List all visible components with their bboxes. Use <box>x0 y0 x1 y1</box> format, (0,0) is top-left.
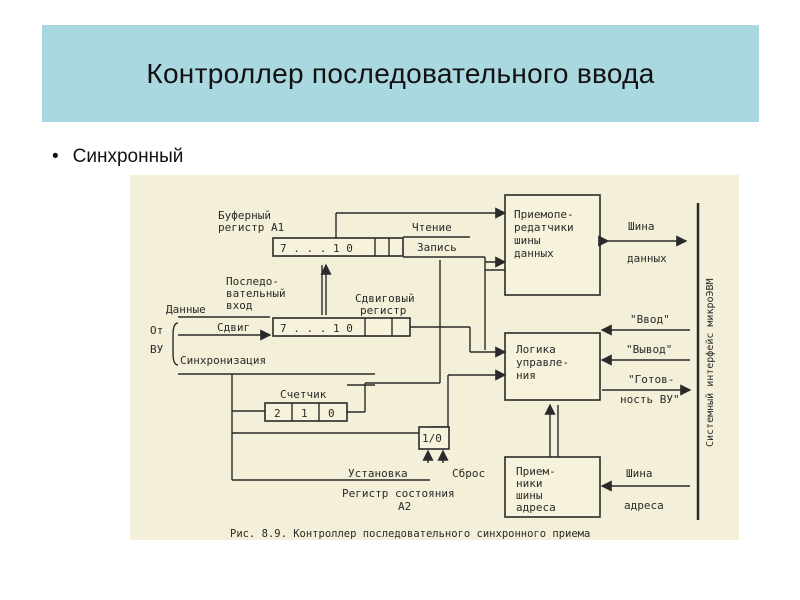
transceivers-line-3: шины <box>514 234 541 247</box>
set-label: Установка <box>348 467 408 480</box>
write-label: Запись <box>417 241 457 254</box>
counter-bit-1: 1 <box>301 407 308 420</box>
data-label: Данные <box>166 303 206 316</box>
address-receivers-line-1: Прием- <box>516 465 556 478</box>
bullet-item: • Синхронный <box>52 146 183 168</box>
data-bus-label-1: Шина <box>628 220 655 233</box>
counter-bit-2: 2 <box>274 407 281 420</box>
bullet-text: Синхронный <box>72 146 184 167</box>
transceivers-line-2: редатчики <box>514 221 574 234</box>
title-band: Контроллер последовательного ввода <box>42 25 759 122</box>
data-bus-transceivers-box <box>504 194 601 296</box>
control-logic-line-2: управле- <box>516 356 569 369</box>
shift-register-bits: 7 . . . 1 0 <box>280 322 353 335</box>
serial-input-line-1: Последо- <box>226 275 279 288</box>
system-interface-label: Системный интерфейс микроЭВМ <box>704 278 716 447</box>
figure-caption: Рис. 8.9. Контроллер последовательного с… <box>230 528 590 540</box>
from-device-label-2: ВУ <box>150 343 164 356</box>
scanned-figure: Буферный регистр А1 7 . . . 1 0 Чтение З… <box>130 175 739 540</box>
buffer-register-box <box>272 237 404 257</box>
status-register-label-1: Регистр состояния <box>342 487 455 500</box>
buffer-register-label-1: Буферный <box>218 209 271 222</box>
control-logic-box <box>504 332 601 401</box>
read-label: Чтение <box>412 221 452 234</box>
reset-label: Сброс <box>452 467 485 480</box>
counter-label: Счетчик <box>280 388 327 401</box>
slide-title: Контроллер последовательного ввода <box>146 57 655 89</box>
data-bus-label-2: данных <box>627 252 667 265</box>
shift-register-label-2: регистр <box>360 304 406 317</box>
bullet-marker: • <box>52 146 59 167</box>
address-bus-label-1: Шина <box>626 467 653 480</box>
transceivers-line-1: Приемопе- <box>514 208 574 221</box>
address-receivers-line-2: ники <box>516 477 543 490</box>
ready-label-1: "Готов- <box>628 373 674 386</box>
controller-diagram: Буферный регистр А1 7 . . . 1 0 Чтение З… <box>150 194 716 540</box>
status-register-label-2: А2 <box>398 500 411 513</box>
output-signal-label: "Вывод" <box>626 343 672 356</box>
status-flag-label: 1/0 <box>422 432 442 445</box>
buffer-register-bits: 7 . . . 1 0 <box>280 242 353 255</box>
control-logic-line-1: Логика <box>516 343 556 356</box>
counter-bit-0: 0 <box>328 407 335 420</box>
buffer-register-label-2: регистр А1 <box>218 221 284 234</box>
shift-label: Сдвиг <box>217 321 250 334</box>
from-device-label-1: От <box>150 324 163 337</box>
address-receivers-line-3: шины <box>516 489 543 502</box>
serial-input-line-2: вательный <box>226 287 286 300</box>
sync-label: Синхронизация <box>180 354 266 367</box>
status-flag-box <box>418 426 450 450</box>
address-bus-label-2: адреса <box>624 499 664 512</box>
input-signal-label: "Ввод" <box>630 313 670 326</box>
shift-register-label-1: Сдвиговый <box>355 292 415 305</box>
control-logic-line-3: ния <box>516 369 536 382</box>
address-receivers-box <box>504 456 601 518</box>
ready-label-2: ность ВУ" <box>620 393 680 406</box>
transceivers-line-4: данных <box>514 247 554 260</box>
address-receivers-line-4: адреса <box>516 501 556 514</box>
serial-input-line-3: вход <box>226 299 253 312</box>
